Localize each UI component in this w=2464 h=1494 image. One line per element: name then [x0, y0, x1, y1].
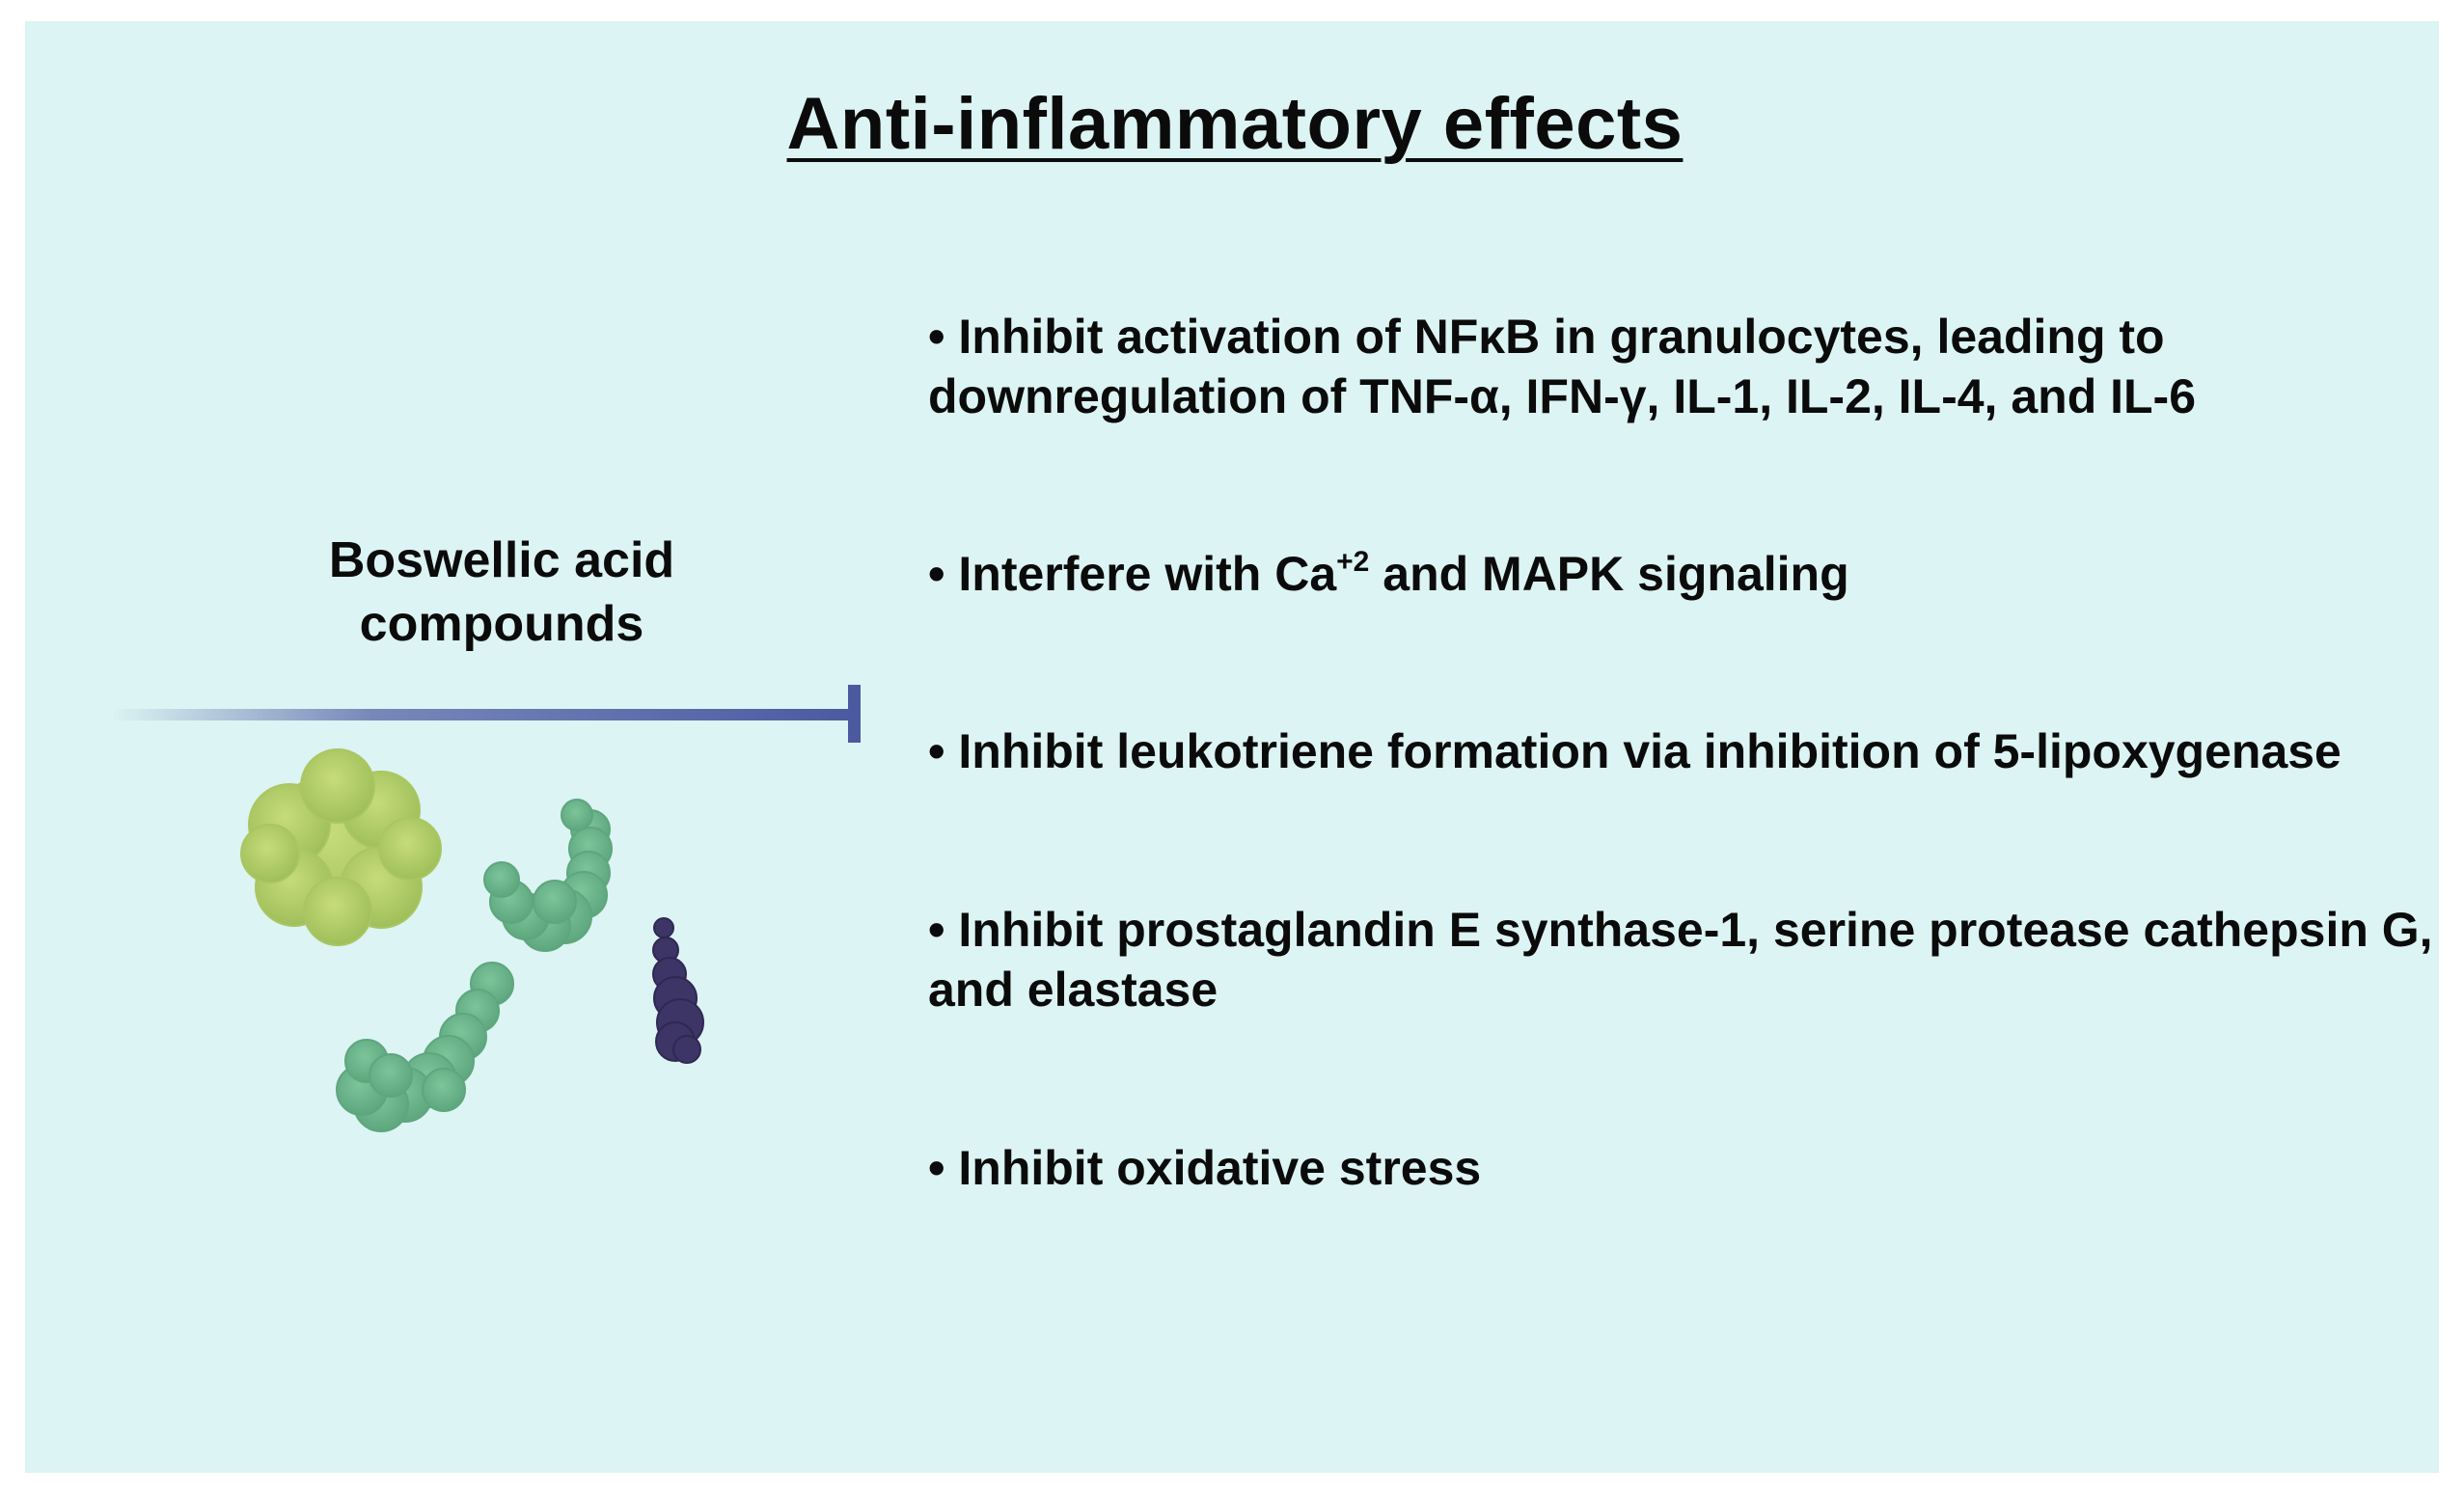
protein-blob-icon [483, 799, 613, 952]
protein-blob-icon [652, 917, 704, 1064]
effect-item: • Inhibit leukotriene formation via inhi… [928, 724, 2341, 778]
effect-item: • Interfere with Ca+2 and MAPK signaling [928, 544, 2433, 604]
figure-panel [25, 21, 2439, 1473]
effect-item: • Inhibit activation of NFκB in granuloc… [928, 310, 2197, 423]
effect-item-text: and MAPK signaling [1369, 547, 1849, 601]
effect-item: • Inhibit prostaglandin E synthase-1, se… [928, 903, 2433, 1017]
figure-title: Anti-inflammatory effects [786, 83, 1684, 165]
effect-item: • Inhibit oxidative stress [928, 1141, 1482, 1195]
effect-item-superscript: +2 [1336, 546, 1370, 578]
protein-blob-icon [336, 962, 514, 1132]
protein-blob-icon [240, 748, 442, 946]
inhibition-arrow-icon [111, 685, 861, 743]
compound-label: Boswellic acid compounds [328, 532, 675, 652]
effect-item-text: • Interfere with Ca [928, 547, 1337, 601]
